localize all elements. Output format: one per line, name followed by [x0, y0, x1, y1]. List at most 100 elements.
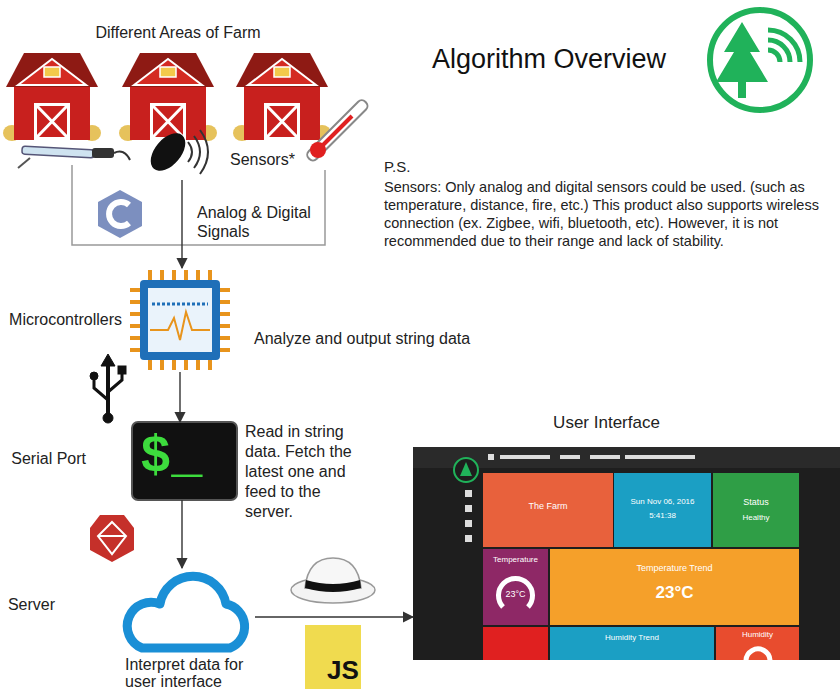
usb-symbol-part	[90, 372, 98, 380]
dashboard-frame-part	[460, 462, 472, 476]
node-heading: The Farm	[483, 501, 613, 511]
dashboard-tile: Humidity Trend	[550, 627, 714, 660]
motion-sensor-part	[188, 130, 208, 174]
thermometer-part	[310, 142, 326, 158]
node-heading: Status	[713, 497, 799, 507]
microcontroller-chip-part	[148, 288, 212, 352]
node-heading: Temperature Trend	[550, 563, 799, 573]
probe-sensor-part	[92, 148, 114, 158]
flow-arrow	[181, 180, 182, 268]
logo-part	[716, 22, 768, 98]
node-heading: Sensors*	[230, 151, 295, 169]
node-heading: Humidity	[716, 630, 799, 639]
dashboard-frame-part-part	[465, 505, 472, 512]
c-logo	[98, 190, 142, 238]
terminal-prompt: $_	[140, 428, 202, 488]
note-heading: P.S.	[384, 158, 410, 175]
node-text: Healthy	[713, 513, 799, 522]
user-interface: User InterfaceThe FarmSun Nov 06, 20165:…	[413, 447, 840, 660]
node-heading: Serial Port	[11, 450, 86, 468]
flow-arrow	[179, 372, 180, 422]
microcontroller-chip	[130, 270, 230, 370]
terminal-window	[132, 422, 237, 500]
node-text: 23°C	[483, 589, 548, 599]
dashboard-frame-part-part	[465, 535, 472, 542]
signal-wires	[72, 165, 325, 245]
gauge-arc	[746, 649, 770, 660]
node-heading: Humidity Trend	[550, 633, 714, 642]
dashboard-frame-part-part	[590, 455, 620, 459]
ruby-logo	[90, 515, 134, 562]
ruby-logo-part	[98, 535, 126, 537]
dashboard-frame-part	[454, 458, 478, 482]
flow-arrow	[181, 500, 182, 568]
dashboard-tile: The Farm	[483, 473, 613, 547]
probe-sensor-part	[114, 152, 130, 160]
js-logo	[305, 625, 361, 689]
probe-sensor	[18, 146, 130, 168]
edge-label: Analog & Digital Signals	[195, 203, 323, 241]
probe-sensor-part	[18, 158, 30, 168]
dashboard-frame-part-part	[488, 454, 494, 460]
microcontroller-chip-part	[150, 312, 210, 340]
server-node: ServerInterpret data for user interface	[120, 568, 255, 652]
ruby-logo-part	[98, 522, 126, 554]
usb-symbol-part	[101, 354, 115, 366]
thermometer	[305, 98, 369, 162]
dashboard-tile: Humidity	[716, 627, 799, 660]
thermometer-part	[305, 98, 369, 162]
barns	[3, 53, 331, 141]
node-text: Analyze and output string data	[254, 330, 470, 348]
node-text: 23°C	[550, 583, 799, 603]
c-logo-part	[98, 190, 142, 238]
dashboard-frame-part	[413, 447, 840, 660]
barns-part	[119, 53, 217, 141]
ruby-logo-part	[90, 515, 134, 562]
signal-wires-part	[72, 165, 325, 245]
microcontroller-chip-part	[130, 270, 230, 370]
motion-sensor	[144, 127, 208, 177]
microcontroller-chip-part	[140, 280, 220, 360]
js-logo-text: JS	[327, 655, 359, 685]
dashboard-frame-part-part	[560, 455, 580, 459]
motion-sensor-part	[144, 127, 192, 177]
flow-arrow	[255, 616, 413, 617]
c-logo-part	[109, 202, 129, 226]
node-text: 5:41:38	[614, 511, 711, 520]
barns-part	[3, 53, 101, 141]
sensor-group: Sensors*	[10, 142, 365, 180]
fedora-hat-part	[305, 580, 361, 592]
node-heading: Sun Nov 06, 2016	[614, 497, 711, 506]
dashboard-frame-part-part	[465, 490, 472, 497]
dashboard-tile: Temperature 23°C	[483, 549, 548, 625]
barns-part	[233, 53, 331, 141]
node-heading: Temperature	[483, 555, 548, 564]
fedora-hat	[291, 558, 375, 603]
node-heading: Server	[8, 596, 55, 614]
logo	[710, 10, 810, 110]
dashboard-frame	[413, 447, 840, 660]
note-text: Sensors: Only analog and digital sensors…	[384, 178, 836, 250]
microcontroller-node: MicrocontrollersAnalyze and output strin…	[128, 268, 232, 372]
dashboard-tile: StatusHealthy	[713, 473, 799, 547]
logo-part	[710, 10, 810, 110]
dashboard-frame-part	[483, 627, 548, 660]
node-text: Read in string data. Fetch the latest on…	[245, 422, 367, 522]
dashboard-tile: Temperature Trend 23°C	[550, 549, 799, 625]
diagram-title: Algorithm Overview	[432, 44, 666, 75]
microcontroller-chip-part	[152, 303, 208, 306]
thermometer-part	[322, 116, 352, 146]
cloud-outline	[127, 576, 244, 648]
dashboard-frame-part-part	[465, 520, 472, 527]
logo-part	[768, 30, 800, 62]
usb-symbol-part	[118, 366, 126, 374]
usb-symbol-part	[103, 413, 113, 423]
usb-symbol	[90, 354, 126, 423]
dashboard-frame-part-part	[500, 455, 550, 459]
dashboard-frame-part-part	[625, 455, 695, 459]
node-heading: Microcontrollers	[9, 311, 122, 329]
farm-group: Different Areas of Farm	[12, 18, 344, 142]
node-text: Interpret data for user interface	[125, 656, 265, 690]
dashboard-tile: Sun Nov 06, 2016 5:41:38	[614, 473, 711, 547]
